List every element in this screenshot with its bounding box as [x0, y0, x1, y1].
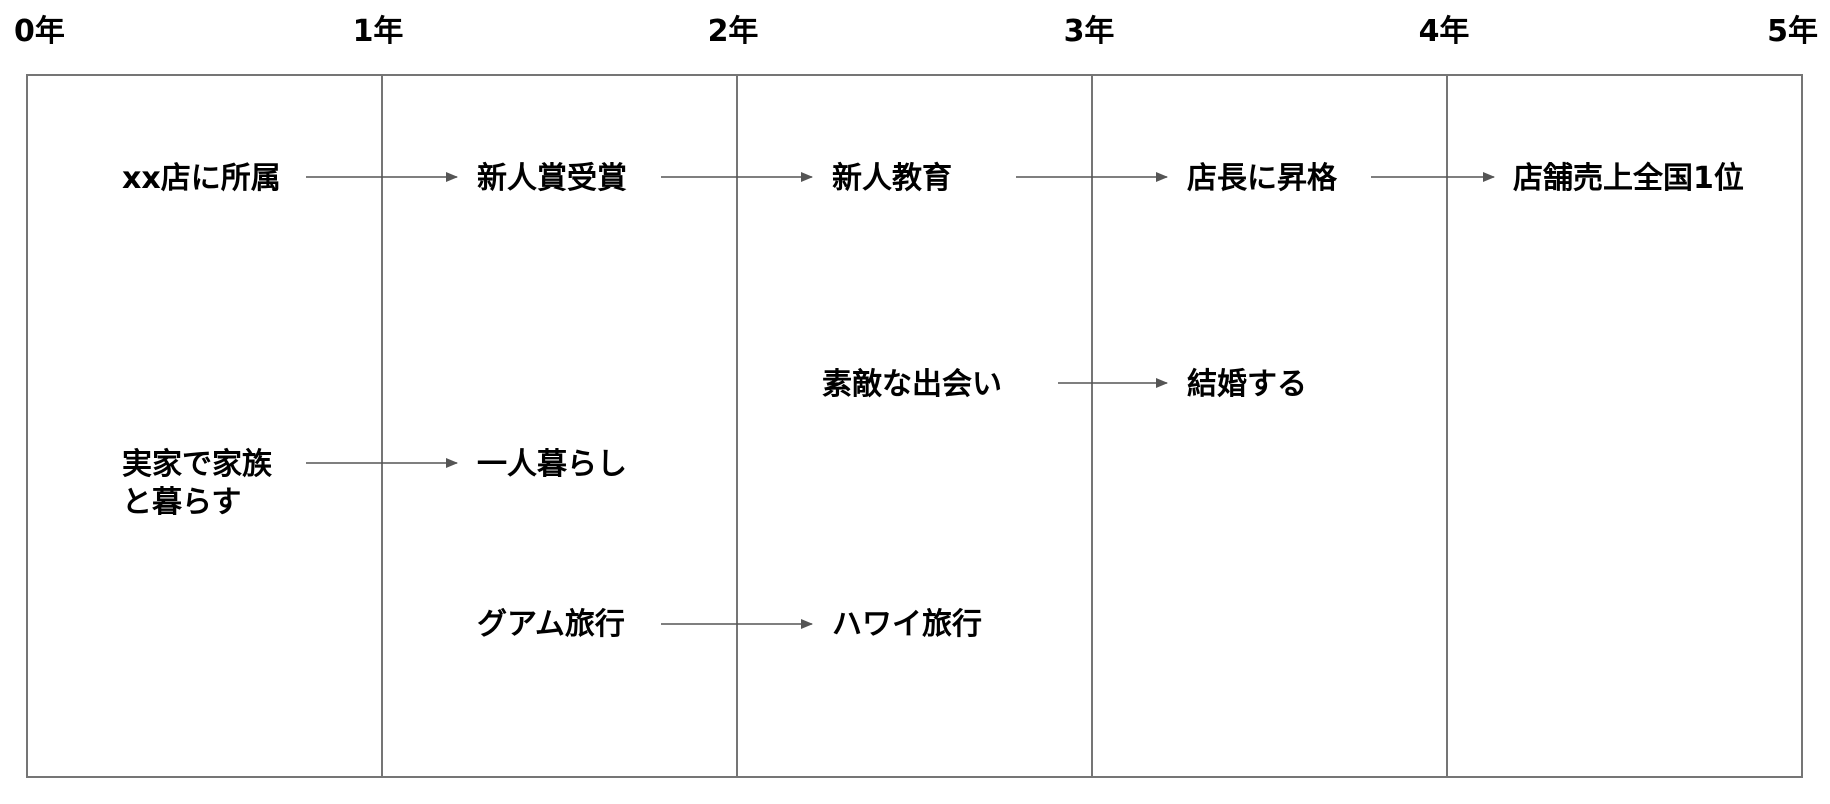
event-get-married: 結婚する	[1187, 367, 1307, 402]
timeline-frame	[26, 74, 1803, 778]
event-top-store-sales: 店舗売上全国1位	[1513, 161, 1744, 196]
event-hawaii-trip: ハワイ旅行	[832, 607, 982, 642]
year-label-2: 2年	[707, 14, 759, 49]
event-promoted-to-manager: 店長に昇格	[1187, 161, 1337, 196]
event-rookie-award: 新人賞受賞	[477, 161, 627, 196]
year-label-5: 5年	[1767, 14, 1818, 49]
year-label-4: 4年	[1418, 14, 1470, 49]
event-living-alone: 一人暮らし	[477, 447, 627, 482]
event-nice-encounter: 素敵な出会い	[822, 367, 1002, 402]
event-living-with-family: 実家で家族 と暮らす	[122, 447, 272, 520]
event-guam-trip: グアム旅行	[477, 607, 625, 642]
year-label-0: 0年	[14, 14, 65, 49]
event-assigned-to-store: xx店に所属	[122, 161, 281, 196]
event-newcomer-training: 新人教育	[832, 161, 952, 196]
year-label-1: 1年	[352, 14, 404, 49]
year-label-3: 3年	[1063, 14, 1115, 49]
